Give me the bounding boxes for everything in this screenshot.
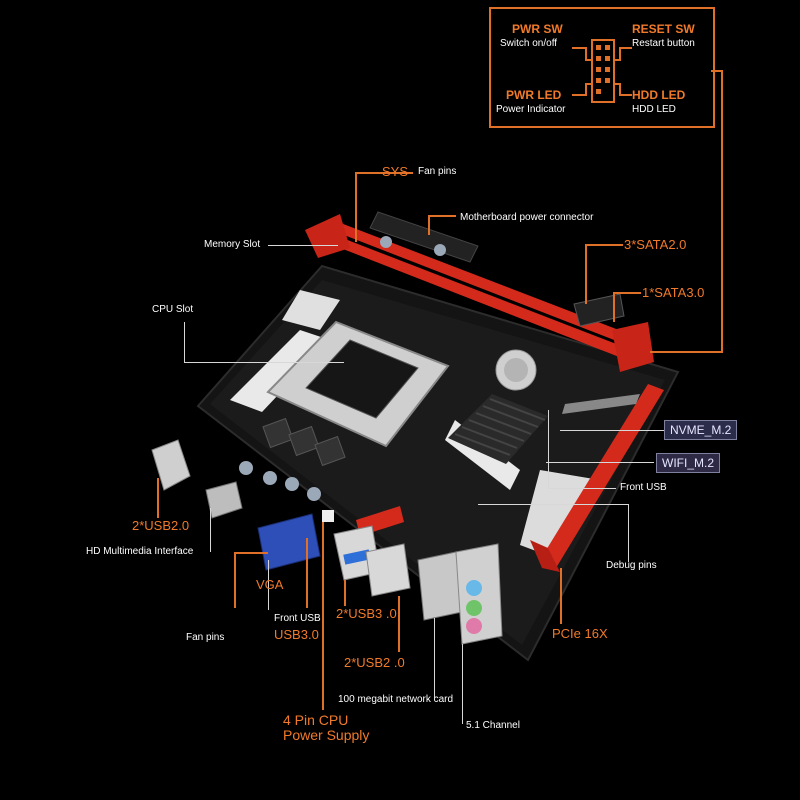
vga-leader-line-h bbox=[234, 552, 268, 554]
rear-usb-left bbox=[151, 439, 191, 491]
pwr-sw-label: PWR SW bbox=[512, 22, 563, 36]
sys-leader-line-h bbox=[355, 172, 413, 174]
memory-slot-2 bbox=[320, 234, 642, 362]
pwr-sw-desc: Switch on/off bbox=[500, 38, 558, 49]
nvme-leader-line bbox=[560, 430, 664, 431]
debug-leader-line bbox=[478, 504, 628, 505]
usb20-left-label: 2*USB2.0 bbox=[132, 518, 190, 533]
network-label: 100 megabit network card bbox=[338, 694, 454, 705]
cpu-slot-label: CPU Slot bbox=[152, 304, 194, 315]
front-usb-leader-line bbox=[548, 410, 549, 488]
hdmi-leader-line bbox=[210, 508, 211, 552]
front-panel-pin-box bbox=[489, 7, 715, 128]
vga-label: VGA bbox=[256, 577, 284, 592]
power-leader-line-h bbox=[428, 215, 456, 217]
vga-port bbox=[257, 513, 321, 571]
cpu-power-label-2: Power Supply bbox=[283, 727, 370, 743]
usb30-front-label: USB3.0 bbox=[274, 627, 319, 642]
pcie-leader-line bbox=[560, 568, 562, 624]
cpu-power-leader-line bbox=[322, 522, 324, 710]
usb20-rear-leader-line bbox=[398, 596, 400, 652]
cpu-cover bbox=[305, 339, 419, 419]
vga-leader-line bbox=[234, 552, 236, 608]
hdd-led-label: HDD LED bbox=[632, 88, 686, 102]
sata3-leader-line bbox=[613, 292, 641, 294]
cpu-leader-line-v bbox=[184, 322, 185, 362]
power-connector bbox=[369, 211, 479, 263]
reset-sw-label: RESET SW bbox=[632, 22, 695, 36]
debug-leader-line-v bbox=[628, 504, 629, 562]
memory-leader-line bbox=[268, 245, 338, 246]
usb30-rear-label: 2*USB3 .0 bbox=[336, 606, 397, 621]
hdmi-port bbox=[205, 481, 243, 519]
front-usb3-leader-line bbox=[306, 538, 308, 608]
usb30-leader-line bbox=[344, 580, 346, 606]
front-usb-right-label: Front USB bbox=[620, 482, 667, 493]
sata2-label: 3*SATA2.0 bbox=[624, 237, 687, 252]
m2-slot bbox=[562, 394, 640, 414]
pwr-led-desc: Power Indicator bbox=[496, 104, 566, 115]
usb2-port bbox=[365, 543, 411, 597]
front-usb-label: Front USB bbox=[274, 613, 321, 624]
front-usb-leader-line-h bbox=[548, 488, 616, 489]
fan-pins-top-label: Fan pins bbox=[418, 166, 457, 177]
wifi-leader-line bbox=[546, 462, 654, 463]
wifi-tag: WIFI_M.2 bbox=[656, 453, 721, 473]
memory-slot-1 bbox=[326, 222, 650, 350]
sata-ports bbox=[573, 293, 625, 327]
power-leader-line bbox=[428, 215, 430, 235]
network-leader-line bbox=[434, 618, 435, 698]
hdmi-label: HD Multimedia Interface bbox=[86, 546, 194, 557]
sata3-label: 1*SATA3.0 bbox=[642, 285, 705, 300]
cpu-power-label-1: 4 Pin CPU bbox=[283, 712, 349, 728]
sata2-leader-line bbox=[585, 244, 623, 246]
usb20-rear-label: 2*USB2 .0 bbox=[344, 655, 405, 670]
fan-leader-line bbox=[268, 560, 269, 610]
fan-pins-bottom-label: Fan pins bbox=[186, 632, 225, 643]
cpu-leader-line-h bbox=[184, 362, 344, 363]
pwr-led-label: PWR LED bbox=[506, 88, 562, 102]
pcie-label: PCIe 16X bbox=[552, 626, 608, 641]
sys-leader-line bbox=[355, 172, 357, 242]
nvme-tag: NVME_M.2 bbox=[664, 420, 738, 440]
sata3-leader-line-v bbox=[613, 292, 615, 322]
audio-leader-line bbox=[462, 644, 463, 724]
mb-power-label: Motherboard power connector bbox=[460, 212, 594, 223]
reset-sw-desc: Restart button bbox=[632, 38, 695, 49]
audio-label: 5.1 Channel bbox=[466, 720, 520, 731]
sata2-leader-line-v bbox=[585, 244, 587, 304]
sys-label: SYS bbox=[382, 164, 409, 179]
lan-port bbox=[417, 551, 463, 621]
usb20-leader-line bbox=[157, 478, 159, 518]
hdd-led-desc: HDD LED bbox=[632, 104, 676, 115]
memory-slot-label: Memory Slot bbox=[204, 239, 261, 250]
debug-pins-label: Debug pins bbox=[606, 560, 657, 571]
